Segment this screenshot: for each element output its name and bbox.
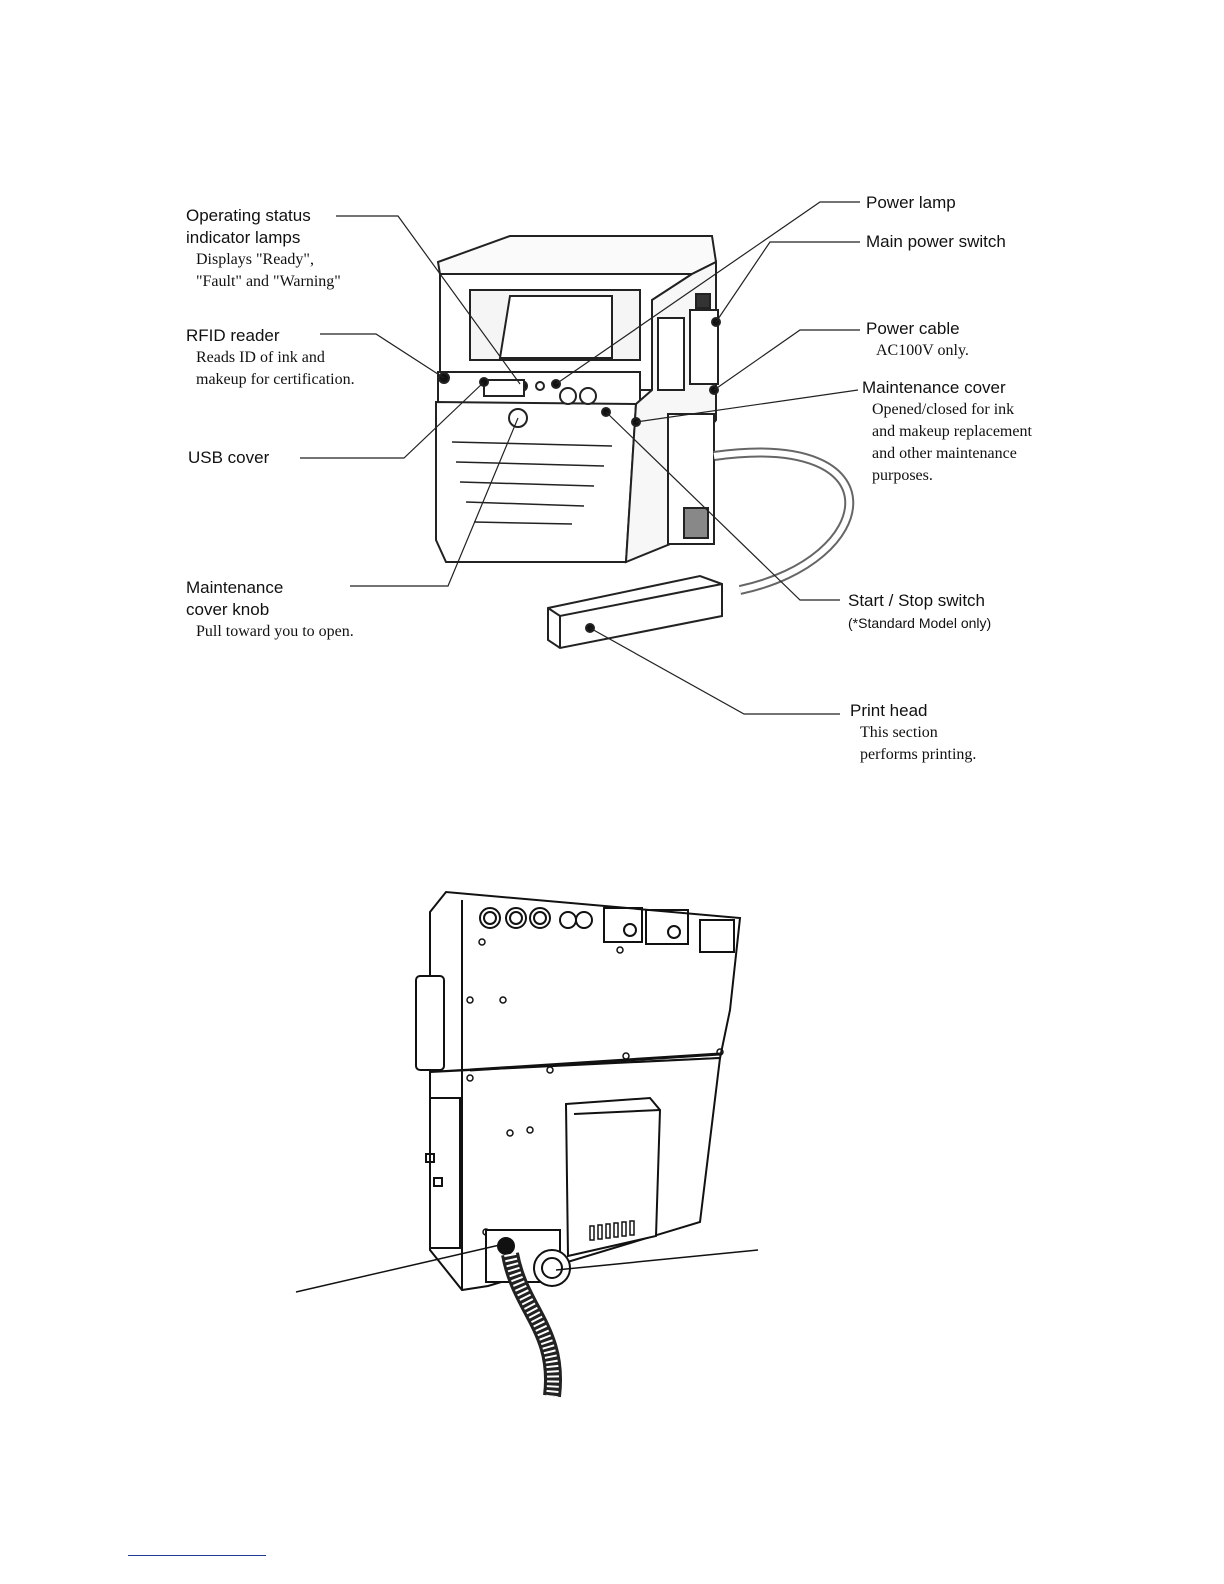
leader-usb: [300, 381, 485, 459]
leader-print-head: [589, 627, 840, 715]
status-lamps-title-1: Operating status: [186, 206, 311, 225]
leader-power-cable: [713, 329, 860, 391]
print-head: [547, 574, 723, 650]
main-switch-title: Main power switch: [866, 232, 1006, 251]
leader-main-switch: [715, 241, 860, 323]
start-stop-title: Start / Stop switch: [848, 591, 985, 610]
power-cable-title: Power cable: [866, 319, 960, 338]
maint-cover-desc-4: purposes.: [872, 467, 933, 484]
callout-power-cable: Power cable AC100V only.: [866, 318, 969, 362]
leader-maint-cover: [635, 389, 859, 423]
footer-link-underline: [128, 1555, 266, 1556]
knob-desc: Pull toward you to open.: [196, 623, 354, 640]
leader-knob: [350, 417, 519, 587]
printer-top-lid: [436, 235, 718, 275]
print-head-title: Print head: [850, 701, 928, 720]
callout-power-lamp: Power lamp: [866, 192, 956, 214]
start-stop-note: (*Standard Model only): [848, 615, 992, 631]
rear-hose: [501, 1252, 563, 1398]
rfid-desc-1: Reads ID of ink and: [196, 349, 325, 366]
leader-rear-left: [295, 1243, 505, 1293]
maint-cover-desc-1: Opened/closed for ink: [872, 401, 1015, 418]
leader-rear-right: [555, 1249, 759, 1271]
knob-title-2: cover knob: [186, 600, 270, 619]
side-attachment-upper: [657, 317, 685, 391]
print-head-hose: [713, 447, 855, 595]
callout-start-stop: Start / Stop switch (*Standard Model onl…: [848, 590, 991, 634]
rear-lower-panel: [429, 1056, 722, 1292]
maint-cover-title: Maintenance cover: [862, 378, 1006, 397]
status-lamps-desc-1: Displays "Ready",: [196, 251, 314, 268]
callout-rfid: RFID reader Reads ID of ink and makeup f…: [186, 325, 355, 391]
power-lamp-title: Power lamp: [866, 193, 956, 212]
usb-title: USB cover: [188, 448, 270, 467]
print-head-desc-1: This section: [860, 724, 938, 741]
status-lamps-title-2: indicator lamps: [186, 228, 301, 247]
maint-cover-desc-2: and makeup replacement: [872, 423, 1032, 440]
rear-upper-panel: [429, 890, 742, 1074]
print-head-desc-2: performs printing.: [860, 746, 977, 763]
rfid-title: RFID reader: [186, 326, 280, 345]
rfid-desc-2: makeup for certification.: [196, 371, 355, 388]
leader-rfid: [320, 333, 445, 379]
callout-maint-cover: Maintenance cover Opened/closed for ink …: [862, 377, 1032, 487]
leader-status-lamps: [336, 215, 521, 385]
status-lamps-desc-2: "Fault" and "Warning": [196, 273, 341, 290]
maint-cover-desc-3: and other maintenance: [872, 445, 1017, 462]
callout-main-switch: Main power switch: [866, 231, 1006, 253]
power-cable-desc: AC100V only.: [876, 342, 969, 359]
leader-power-lamp: [555, 201, 860, 385]
leader-start-stop: [605, 411, 840, 601]
rear-maintenance-door: [564, 1096, 662, 1258]
power-cable-connector: [533, 1249, 571, 1287]
knob-title-1: Maintenance: [186, 578, 284, 597]
callout-usb: USB cover: [188, 447, 269, 469]
callout-knob: Maintenance cover knob Pull toward you t…: [186, 577, 354, 643]
callout-status-lamps: Operating status indicator lamps Display…: [186, 205, 341, 293]
callout-print-head: Print head This section performs printin…: [850, 700, 976, 766]
front-view-diagram: [300, 201, 860, 715]
